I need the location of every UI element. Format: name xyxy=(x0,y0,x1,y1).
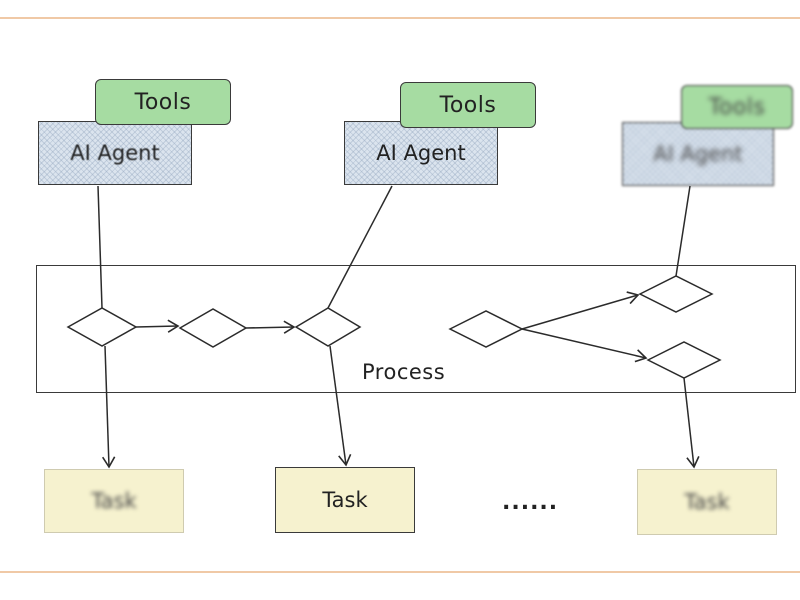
agent3-to-process-line xyxy=(675,185,691,277)
tools-box-2: Tools xyxy=(400,82,536,128)
decision-diamond-6 xyxy=(646,341,722,379)
flow-arrow-2-3 xyxy=(245,320,296,334)
process-to-task1-arrow xyxy=(102,345,116,469)
agent-label-1: AI Agent xyxy=(70,141,160,165)
tools-box-1: Tools xyxy=(95,79,231,125)
process-container xyxy=(36,265,796,393)
more-tasks-ellipsis: ...... xyxy=(502,490,559,515)
decision-diamond-3 xyxy=(294,307,362,347)
agent-label-3: AI Agent xyxy=(653,142,743,166)
task-box-3: Task xyxy=(637,469,777,535)
flow-arrow-4-5 xyxy=(521,291,640,330)
agent-label-2: AI Agent xyxy=(376,141,466,165)
task-label-3: Task xyxy=(684,490,730,514)
agent2-to-process-line xyxy=(327,185,393,309)
tools-box-3: Tools xyxy=(681,85,793,129)
process-to-task2-arrow xyxy=(329,345,352,467)
decision-diamond-5 xyxy=(638,275,714,313)
agent-box-3: AI Agent xyxy=(622,122,774,186)
task-label-1: Task xyxy=(91,489,137,513)
decision-diamond-4 xyxy=(448,310,524,348)
agent1-to-process-line xyxy=(97,185,103,309)
process-to-task3-arrow xyxy=(683,377,700,469)
decision-diamond-2 xyxy=(178,308,248,348)
bottom-border xyxy=(0,571,800,573)
task-label-2: Task xyxy=(322,488,368,512)
decision-diamond-1 xyxy=(66,307,138,347)
process-label: Process xyxy=(362,360,446,384)
top-border xyxy=(0,17,800,19)
tools-label-3: Tools xyxy=(708,94,766,120)
task-box-1: Task xyxy=(44,469,184,533)
tools-label-1: Tools xyxy=(134,89,192,115)
task-box-2: Task xyxy=(275,467,415,533)
flow-arrow-1-2 xyxy=(135,319,180,333)
flow-arrow-4-6 xyxy=(521,328,648,363)
tools-label-2: Tools xyxy=(439,92,497,118)
